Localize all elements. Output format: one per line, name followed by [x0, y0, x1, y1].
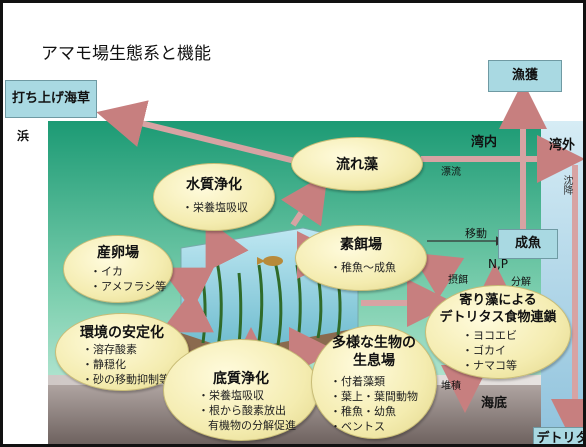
label-inner-bay: 湾内 — [471, 135, 498, 150]
node-spawning-title: 産卵場 — [97, 245, 139, 261]
node-spawning-item: ・イカ — [90, 265, 123, 278]
node-sediment-purify-title: 底質浄化 — [213, 371, 269, 387]
node-water-purify: 水質浄化 ・栄養塩吸収 — [153, 163, 275, 231]
node-nursery-item: ・稚魚～成魚 — [330, 261, 396, 274]
node-detritus-web-item: ・ナマコ等 — [462, 359, 517, 372]
box-adult-fish: 成魚 — [498, 229, 558, 259]
arrow-tank-to-drift — [281, 173, 328, 227]
node-detritus-web: 寄り藻による デトリタス食物連鎖 ・ヨコエビ ・ゴカイ ・ナマコ等 — [425, 285, 571, 379]
node-sediment-purify: 底質浄化 ・栄養塩吸収 ・根から酸素放出 有機物の分解促進 — [163, 339, 319, 441]
page-title: アマモ場生態系と機能 — [41, 44, 211, 64]
node-habitat: 多様な生物の 生息場 ・付着藻類 ・葉上・葉間動物 ・稚魚・幼魚 ・ベントス — [311, 325, 437, 439]
node-water-purify-title: 水質浄化 — [186, 177, 242, 193]
node-detritus-web-item: ・ヨコエビ — [462, 329, 517, 342]
node-nursery-title: 素餌場 — [340, 237, 382, 253]
box-detritus: デトリタス — [533, 427, 583, 444]
node-sediment-purify-item: 有機物の分解促進 — [208, 419, 296, 432]
label-decompose: 分解 — [511, 277, 531, 288]
node-spawning: 産卵場 ・イカ ・アメフラシ等 — [63, 235, 173, 303]
node-drift-leaves: 流れ藻 — [291, 137, 423, 191]
label-np: N,P — [488, 257, 509, 271]
node-habitat-item: ・稚魚・幼魚 — [330, 405, 396, 418]
node-nursery: 素餌場 ・稚魚～成魚 — [295, 225, 427, 291]
label-drift: 漂流 — [441, 167, 461, 178]
node-spawning-item: ・アメフラシ等 — [90, 280, 167, 293]
label-migrate: 移動 — [465, 227, 487, 240]
node-sediment-purify-item: ・根から酸素放出 — [198, 404, 286, 417]
node-stability-item: ・砂の移動抑制等 — [82, 373, 170, 386]
label-sediment: 堆積 — [441, 381, 461, 392]
arrow-tank-to-spawning — [160, 267, 214, 311]
node-water-purify-item: ・栄養塩吸収 — [182, 201, 248, 214]
node-habitat-item: ・葉上・葉間動物 — [330, 390, 418, 403]
arrow-tank-to-water — [205, 218, 249, 272]
node-habitat-item: ・ベントス — [330, 420, 385, 433]
label-outer-bay: 湾外 — [549, 138, 576, 153]
node-habitat-title: 多様な生物の 生息場 — [332, 335, 416, 369]
node-detritus-web-title: 寄り藻による デトリタス食物連鎖 — [439, 293, 557, 325]
label-sinking: 沈降 — [561, 175, 572, 195]
arrow-drift-to-beach — [96, 100, 296, 164]
box-catch: 漁獲 — [488, 60, 562, 92]
label-sea-floor: 海底 — [481, 396, 508, 411]
node-detritus-web-item: ・ゴカイ — [462, 344, 506, 357]
node-stability-item: ・溶存酸素 — [82, 343, 137, 356]
beach-area — [3, 121, 48, 444]
node-habitat-item: ・付着藻類 — [330, 375, 385, 388]
node-sediment-purify-item: ・栄養塩吸収 — [198, 389, 264, 402]
node-drift-leaves-title: 流れ藻 — [336, 157, 378, 173]
label-feeding: 摂餌 — [448, 275, 468, 286]
box-beach-wrack: 打ち上げ海草 — [5, 80, 97, 118]
node-stability-item: ・静穏化 — [82, 358, 126, 371]
label-beach: 浜 — [17, 129, 30, 143]
node-stability-title: 環境の安定化 — [80, 325, 164, 341]
